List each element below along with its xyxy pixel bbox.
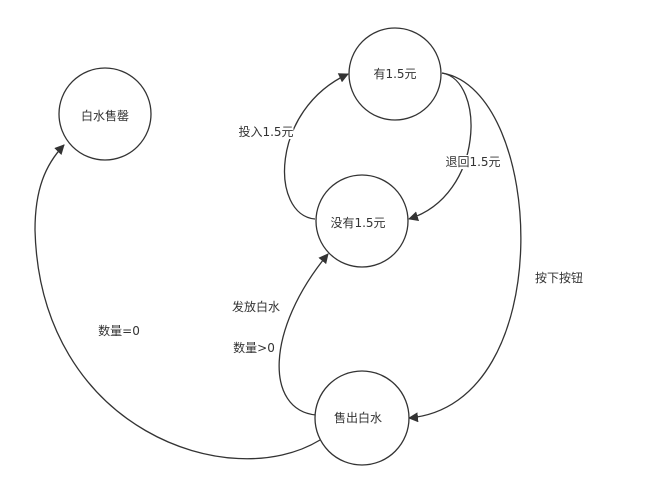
state-sold-out (58, 67, 152, 161)
edge-count-zero (34, 144, 321, 460)
state-selling (314, 370, 410, 466)
edge-press-button (408, 72, 522, 423)
dispense-label: 发放白水 (231, 300, 281, 314)
insert-label: 投入1.5元 (238, 125, 294, 139)
count-zero-label: 数量=0 (98, 324, 140, 338)
edge-refund (408, 72, 472, 222)
count-positive-label: 数量>0 (233, 341, 275, 355)
state-has-money (348, 27, 442, 121)
state-selling-label: 售出白水 (333, 411, 383, 425)
state-sold-out-label: 白水售罄 (80, 109, 130, 123)
refund-label: 退回1.5元 (445, 155, 501, 169)
state-no-money-label: 没有1.5元 (330, 216, 386, 230)
state-no-money (315, 174, 409, 268)
edge-insert (283, 73, 349, 220)
edge-dispense (278, 253, 329, 416)
press-button-label: 按下按钮 (534, 271, 584, 285)
state-has-money-label: 有1.5元 (373, 67, 417, 81)
